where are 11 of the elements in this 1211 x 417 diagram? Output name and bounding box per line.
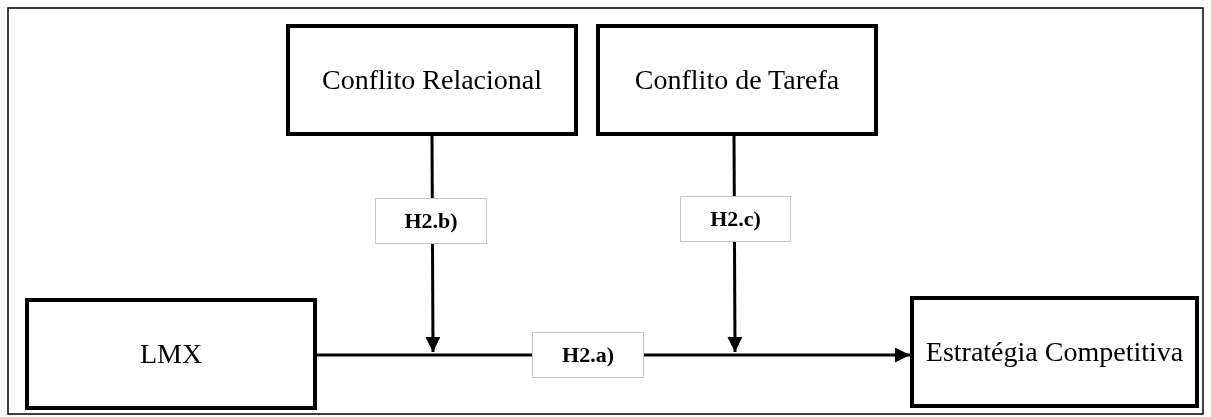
concept-label: Conflito Relacional [320,63,544,97]
hypothesis-label: H2.a) [532,332,644,378]
concept-box [286,24,578,136]
concept-label: Conflito de Tarefa [633,63,841,97]
hypothesis-label: H2.c) [680,196,791,242]
concept-label: LMX [138,337,204,371]
concept-label: Estratégia Competitiva [924,335,1185,369]
concept-box [25,298,317,410]
concept-box [596,24,878,136]
concept-box [910,296,1199,408]
hypothesis-label: H2.b) [375,198,487,244]
